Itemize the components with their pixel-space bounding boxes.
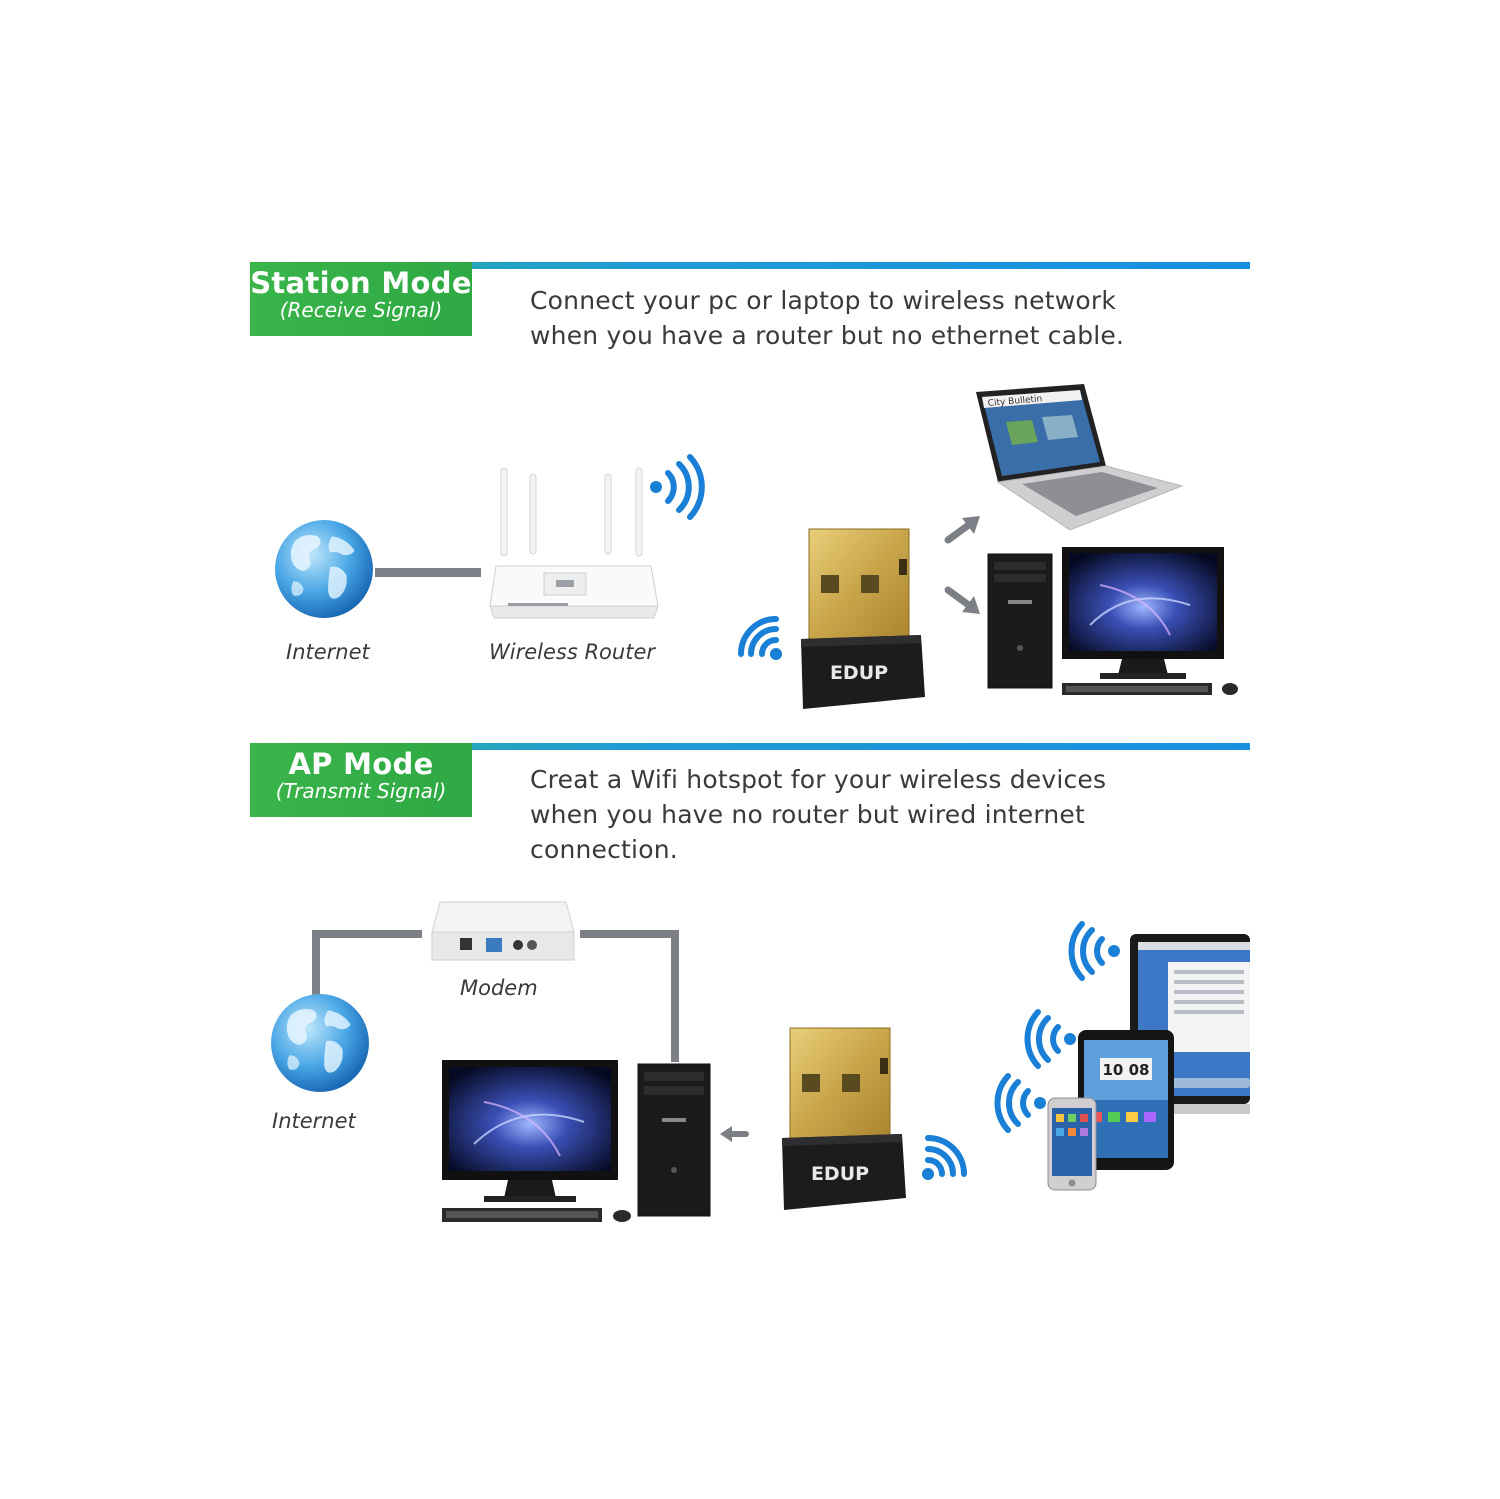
- station-mode-title: Station Mode: [250, 266, 472, 300]
- wifi-signal-icon: [922, 1135, 967, 1180]
- wifi-signal-icon: [1024, 1009, 1076, 1069]
- adapter-brand-text: EDUP: [811, 1163, 869, 1185]
- wireless-router-image: [489, 467, 659, 619]
- station-description: Connect your pc or laptop to wireless ne…: [530, 283, 1124, 353]
- internet-label: Internet: [272, 1109, 356, 1133]
- ap-description-line-2: when you have no router but wired intern…: [530, 800, 1086, 829]
- station-mode-subtitle: (Receive Signal): [279, 298, 443, 322]
- desktop-tower-image: [987, 553, 1053, 689]
- laptop-image: City Bulletin: [976, 384, 1184, 531]
- arrow-icon: [944, 516, 980, 544]
- globe-icon: [271, 994, 369, 1092]
- station-description-line-1: Connect your pc or laptop to wireless ne…: [530, 286, 1117, 315]
- wireless-router-label: Wireless Router: [489, 640, 656, 664]
- ap-header-bar: [250, 743, 1250, 750]
- phone-image: [1047, 1097, 1097, 1191]
- ap-description-line-1: Creat a Wifi hotspot for your wireless d…: [530, 765, 1107, 794]
- globe-icon: [275, 520, 373, 618]
- ap-description: Creat a Wifi hotspot for your wireless d…: [530, 762, 1106, 867]
- modem-image: [431, 901, 575, 961]
- station-header-bar: [250, 262, 1250, 269]
- monitor-image: [1062, 547, 1238, 695]
- tablet-image: 10 08: [1078, 1030, 1174, 1170]
- ap-mode-title: AP Mode: [288, 747, 434, 781]
- desktop-tower-image: [637, 1063, 711, 1217]
- ap-mode-subtitle: (Transmit Signal): [275, 779, 447, 803]
- modem-label: Modem: [460, 976, 538, 1000]
- ap-description-line-3: connection.: [530, 835, 678, 864]
- ap-mode-tag: AP Mode (Transmit Signal): [250, 743, 472, 817]
- usb-wifi-adapter-image: EDUP: [782, 1027, 906, 1210]
- globe-router-cable: [375, 568, 481, 577]
- wifi-signal-icon: [738, 616, 782, 660]
- usb-wifi-adapter-image: EDUP: [801, 528, 925, 709]
- arrow-icon: [720, 1126, 749, 1142]
- modem-cables: [312, 930, 679, 1062]
- adapter-brand-text: EDUP: [830, 662, 888, 684]
- wifi-signal-icon: [1068, 921, 1120, 981]
- station-mode-tag: Station Mode (Receive Signal): [250, 262, 472, 336]
- tablet-clock: 10 08: [1103, 1061, 1150, 1079]
- wifi-signal-icon: [994, 1073, 1046, 1133]
- laptop-screen-title: City Bulletin: [987, 394, 1042, 409]
- arrow-icon: [944, 586, 980, 614]
- internet-label: Internet: [286, 640, 370, 664]
- station-description-line-2: when you have a router but no ethernet c…: [530, 321, 1125, 350]
- wifi-signal-icon: [650, 454, 705, 520]
- monitor-image: [442, 1060, 631, 1222]
